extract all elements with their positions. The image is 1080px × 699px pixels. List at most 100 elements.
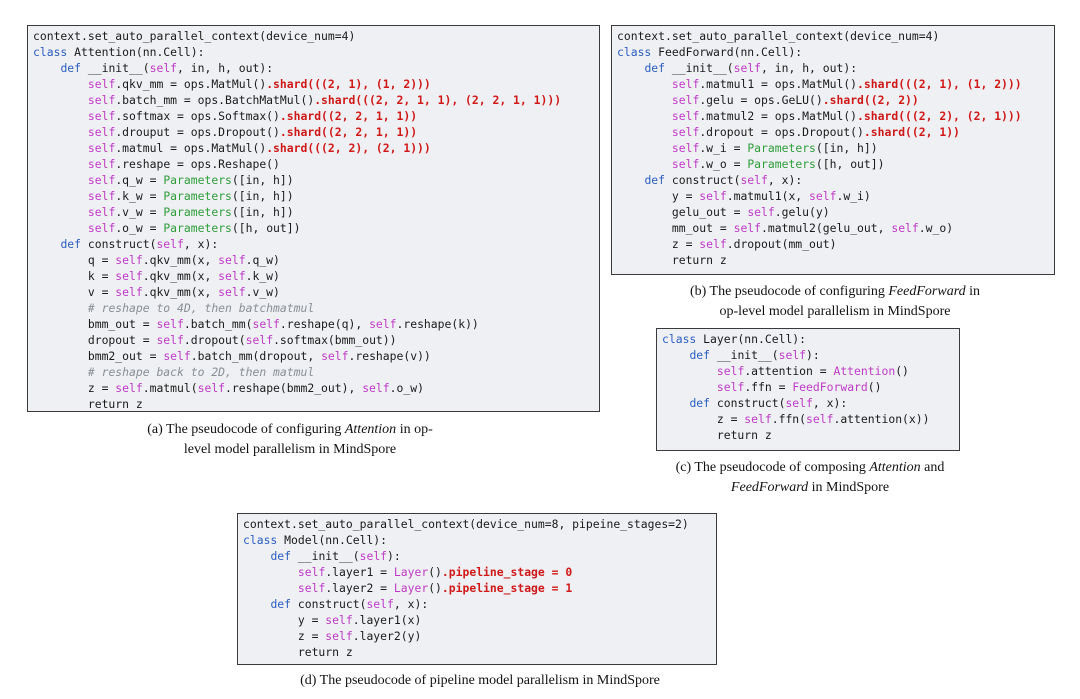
self-token: self bbox=[699, 189, 727, 203]
code-text: z = bbox=[33, 381, 116, 395]
code-text: () bbox=[895, 364, 909, 378]
code-line: def __init__(self, in, h, out): bbox=[617, 60, 1054, 76]
code-text: ([h, out]) bbox=[231, 221, 301, 235]
code-text: __init__( bbox=[671, 61, 734, 75]
code-text: __init__( bbox=[297, 549, 360, 563]
code-line: self.o_w = Parameters([h, out]) bbox=[33, 220, 599, 236]
caption-layer: (c) The pseudocode of composing Attentio… bbox=[630, 458, 990, 498]
self-token: self bbox=[325, 613, 353, 627]
code-text: .reshape(v)) bbox=[348, 349, 431, 363]
code-line: return z bbox=[33, 396, 599, 411]
code-text bbox=[617, 61, 644, 75]
self-token: self bbox=[218, 269, 246, 283]
code-line: return z bbox=[617, 252, 1054, 268]
class-token: Parameters bbox=[747, 157, 816, 171]
code-text bbox=[33, 301, 88, 315]
code-text: .matmul( bbox=[142, 381, 198, 395]
code-text: .dropout( bbox=[183, 333, 246, 347]
self-token: self bbox=[156, 333, 184, 347]
code-text: FeedForward(nn.Cell): bbox=[658, 45, 803, 59]
class-ref-token: Layer bbox=[393, 581, 429, 595]
caption-attention: (a) The pseudocode of configuring Attent… bbox=[70, 420, 510, 460]
code-text: , in, h, out): bbox=[761, 61, 858, 75]
keyword-token: def bbox=[644, 173, 672, 187]
code-line: self.ffn = FeedForward() bbox=[662, 379, 959, 395]
code-line: # reshape to 4D, then batchmatmul bbox=[33, 300, 599, 316]
code-text: .drouput = ops.Dropout() bbox=[115, 125, 280, 139]
code-text: .matmul1(x, bbox=[726, 189, 810, 203]
code-text: return z bbox=[617, 253, 727, 267]
code-text: ([in, h]) bbox=[815, 141, 878, 155]
code-text: .ffn = bbox=[744, 380, 793, 394]
code-text bbox=[33, 77, 88, 91]
self-token: self bbox=[87, 221, 116, 235]
caption-c-line1: (c) The pseudocode of composing Attentio… bbox=[675, 460, 945, 475]
class-ref-token: Attention bbox=[833, 364, 896, 378]
code-line: return z bbox=[662, 427, 959, 443]
self-token: self bbox=[87, 157, 116, 171]
code-text: () bbox=[428, 581, 442, 595]
code-text: () bbox=[428, 565, 442, 579]
shard-token: .shard((2, 2, 1, 1)) bbox=[279, 109, 418, 123]
self-token: self bbox=[156, 237, 184, 251]
code-line: context.set_auto_parallel_context(device… bbox=[617, 28, 1054, 44]
keyword-token: def bbox=[689, 396, 717, 410]
code-text: .batch_mm( bbox=[183, 317, 253, 331]
code-line: k = self.qkv_mm(x, self.k_w) bbox=[33, 268, 599, 284]
code-text: .v_w) bbox=[245, 285, 280, 299]
code-text: .k_w) bbox=[245, 269, 280, 283]
code-line: class Attention(nn.Cell): bbox=[33, 44, 599, 60]
code-text: .qkv_mm(x, bbox=[142, 285, 219, 299]
code-text: .reshape(bmm2_out), bbox=[225, 381, 363, 395]
self-token: self bbox=[87, 173, 116, 187]
code-text bbox=[617, 157, 672, 171]
code-line: context.set_auto_parallel_context(device… bbox=[33, 28, 599, 44]
code-line: class FeedForward(nn.Cell): bbox=[617, 44, 1054, 60]
code-line: gelu_out = self.gelu(y) bbox=[617, 204, 1054, 220]
keyword-token: class bbox=[243, 533, 285, 547]
comment-token: # reshape back to 2D, then matmul bbox=[87, 365, 315, 379]
code-text: .matmul = ops.MatMul() bbox=[115, 141, 267, 155]
code-text bbox=[243, 597, 270, 611]
code-text: .batch_mm = ops.BatchMatMul() bbox=[115, 93, 315, 107]
self-token: self bbox=[362, 381, 390, 395]
code-line: def construct(self, x): bbox=[617, 172, 1054, 188]
class-token: Parameters bbox=[163, 173, 232, 187]
code-line: context.set_auto_parallel_context(device… bbox=[243, 516, 716, 532]
self-token: self bbox=[359, 549, 388, 563]
code-text: .matmul2 = ops.MatMul() bbox=[699, 109, 858, 123]
shard-token: .shard(((2, 2), (2, 1))) bbox=[857, 109, 1022, 123]
code-line: self.v_w = Parameters([in, h]) bbox=[33, 204, 599, 220]
code-line: mm_out = self.matmul2(gelu_out, self.w_o… bbox=[617, 220, 1054, 236]
code-text bbox=[33, 237, 60, 251]
code-line: z = self.layer2(y) bbox=[243, 628, 716, 644]
code-text: ([in, h]) bbox=[231, 205, 294, 219]
keyword-token: class bbox=[33, 45, 75, 59]
code-line: self.dropout = ops.Dropout().shard((2, 1… bbox=[617, 124, 1054, 140]
code-text: k = bbox=[33, 269, 116, 283]
code-line: class Layer(nn.Cell): bbox=[662, 331, 959, 347]
code-text: gelu_out = bbox=[617, 205, 748, 219]
self-token: self bbox=[671, 157, 700, 171]
code-text bbox=[617, 77, 672, 91]
shard-token: .shard(((2, 1), (1, 2))) bbox=[857, 77, 1022, 91]
code-text: return z bbox=[33, 397, 143, 411]
self-token: self bbox=[163, 349, 191, 363]
code-text: .reshape(k)) bbox=[396, 317, 479, 331]
code-text bbox=[617, 173, 644, 187]
code-line: def construct(self, x): bbox=[243, 596, 716, 612]
caption-b-line1: (b) The pseudocode of configuring FeedFo… bbox=[689, 284, 981, 299]
code-line: # reshape back to 2D, then matmul bbox=[33, 364, 599, 380]
code-line: self.q_w = Parameters([in, h]) bbox=[33, 172, 599, 188]
code-text: .q_w = bbox=[115, 173, 164, 187]
self-token: self bbox=[245, 333, 274, 347]
self-token: self bbox=[671, 93, 700, 107]
self-token: self bbox=[87, 189, 116, 203]
shard-token: .shard(((2, 2), (2, 1))) bbox=[266, 141, 431, 155]
code-text: .w_o) bbox=[918, 221, 954, 235]
code-panel-layer: class Layer(nn.Cell): def __init__(self)… bbox=[656, 328, 960, 451]
code-line: self.matmul1 = ops.MatMul().shard(((2, 1… bbox=[617, 76, 1054, 92]
code-text: z = bbox=[243, 629, 326, 643]
code-text: .dropout = ops.Dropout() bbox=[699, 125, 864, 139]
self-token: self bbox=[218, 253, 246, 267]
